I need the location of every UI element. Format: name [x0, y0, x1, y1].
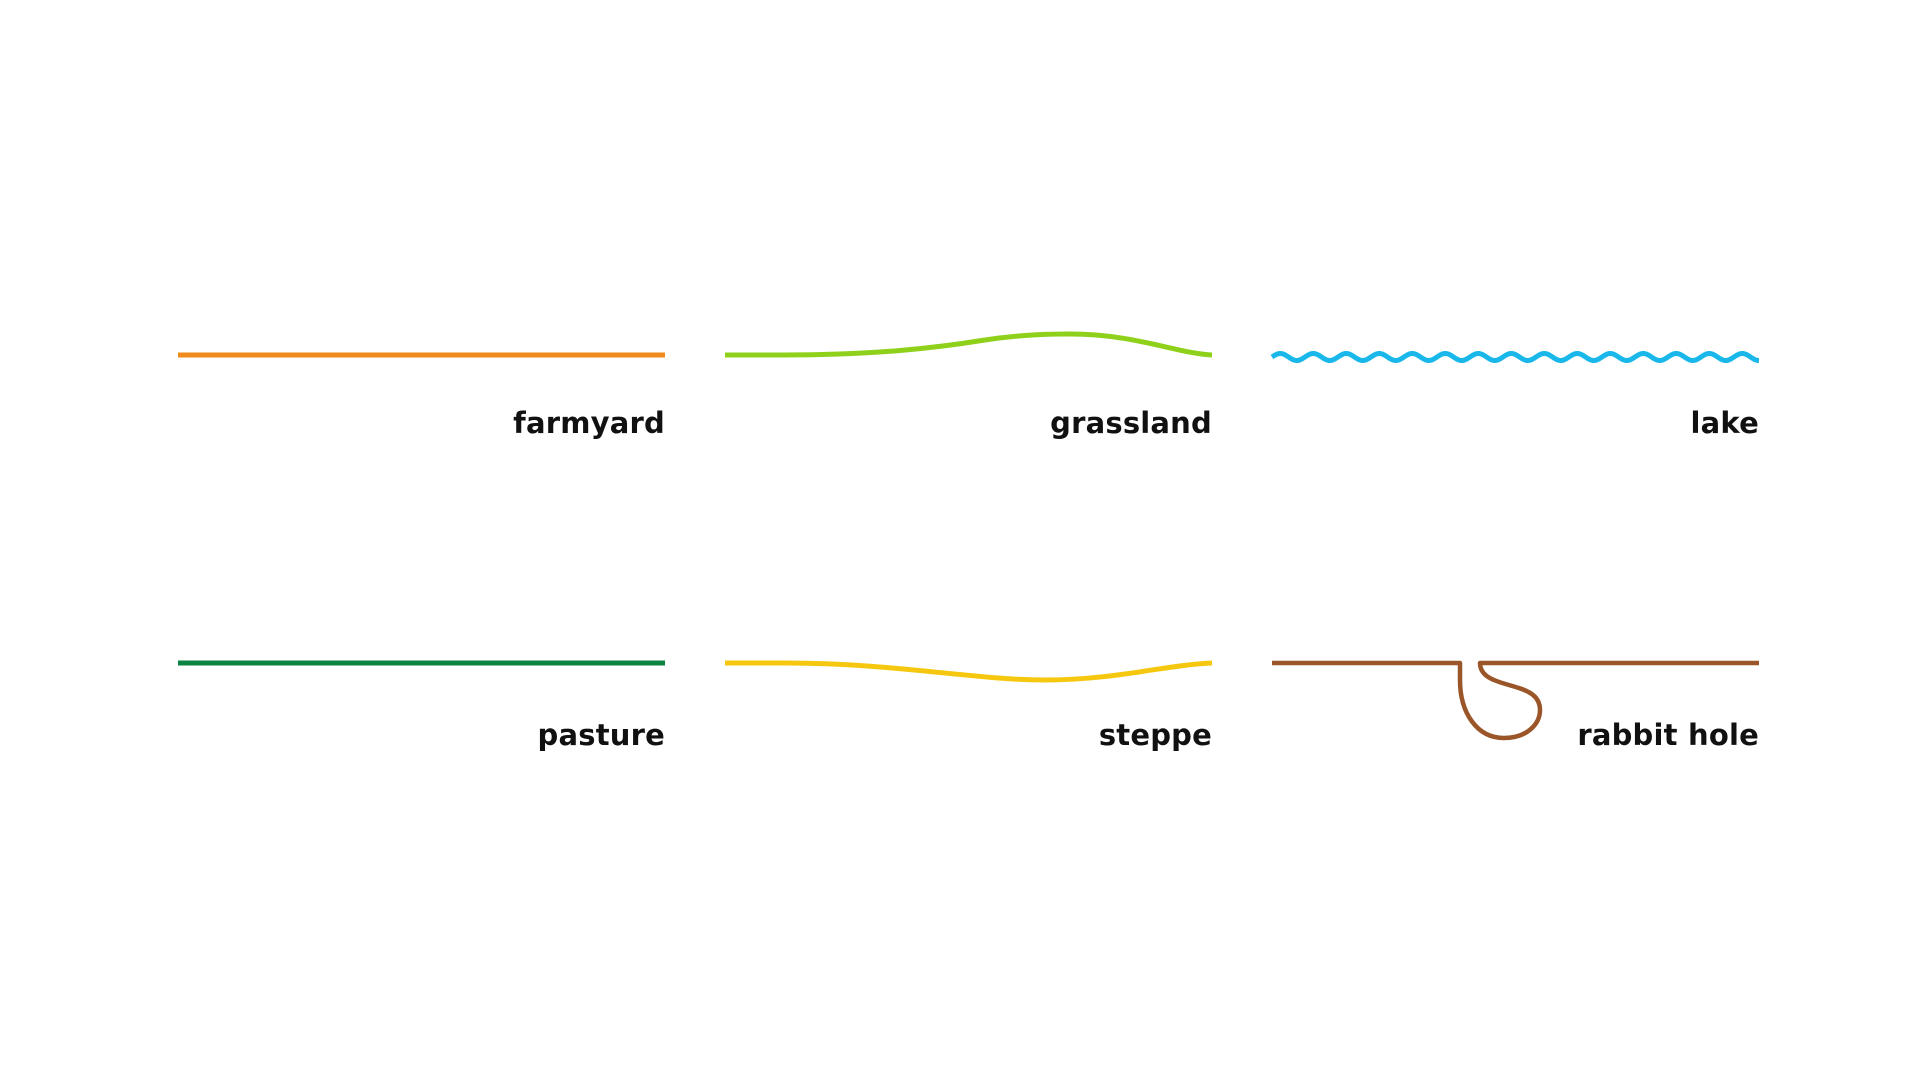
- steppe-line: [725, 660, 1213, 683]
- farmyard-label: farmyard: [513, 406, 665, 440]
- grassland-line: [725, 331, 1213, 358]
- pasture-line: [178, 660, 665, 666]
- line-sample-steppe: steppe: [725, 608, 1213, 752]
- line-sample-pasture: pasture: [178, 608, 665, 752]
- line-sample-farmyard: farmyard: [178, 300, 665, 440]
- steppe-label: steppe: [1098, 718, 1212, 752]
- grassland-label: grassland: [1050, 406, 1212, 440]
- line-sample-rabbit-hole: rabbit hole: [1272, 608, 1759, 752]
- line-sample-grassland: grassland: [725, 300, 1213, 440]
- lake-label: lake: [1690, 406, 1759, 440]
- pasture-label: pasture: [537, 718, 665, 752]
- rabbit-hole-line: [1272, 660, 1759, 741]
- line-sample-lake: lake: [1270, 300, 1760, 440]
- farmyard-line: [178, 352, 665, 358]
- rabbit-hole-label: rabbit hole: [1577, 718, 1759, 752]
- lake-line: [1270, 350, 1760, 364]
